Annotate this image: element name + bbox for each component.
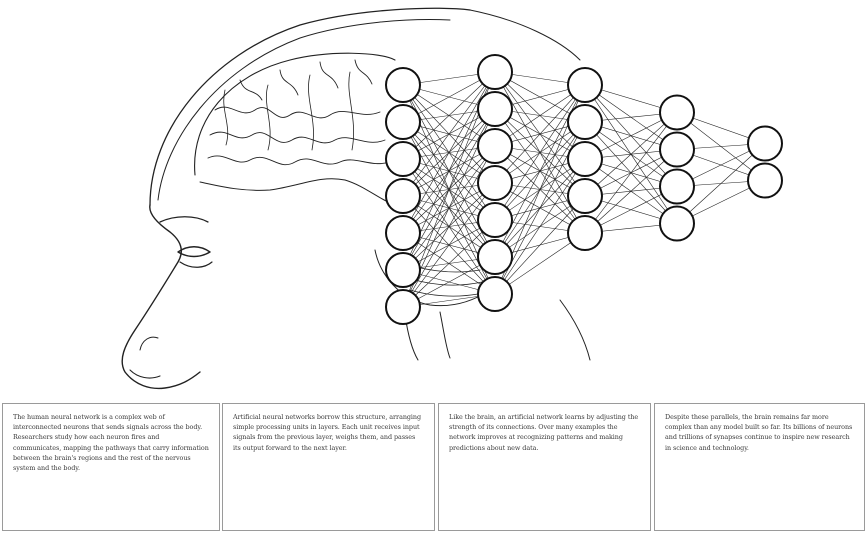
- neuron-layer5-1: [748, 127, 782, 161]
- caption-box-3: Like the brain, an artificial network le…: [438, 403, 651, 531]
- neuron-layer4-3: [660, 170, 694, 204]
- neuron-layer2-2: [478, 92, 512, 126]
- neuron-layer4-4: [660, 207, 694, 241]
- caption-box-1: The human neural network is a complex we…: [2, 403, 220, 531]
- neuron-layer3-5: [568, 216, 602, 250]
- neuron-layer3-2: [568, 105, 602, 139]
- brain-network-illustration: [0, 0, 867, 400]
- neuron-layer2-6: [478, 240, 512, 274]
- neuron-layer2-5: [478, 203, 512, 237]
- caption-text-3: Like the brain, an artificial network le…: [449, 412, 640, 453]
- head-sketch: [122, 8, 590, 388]
- neuron-layer1-3: [386, 142, 420, 176]
- neuron-layer4-1: [660, 96, 694, 130]
- neuron-layer2-4: [478, 166, 512, 200]
- neuron-layer5-2: [748, 164, 782, 198]
- neuron-layer1-2: [386, 105, 420, 139]
- neuron-layer3-1: [568, 68, 602, 102]
- caption-box-2: Artificial neural networks borrow this s…: [222, 403, 435, 531]
- neuron-layer2-7: [478, 277, 512, 311]
- caption-text-1: The human neural network is a complex we…: [13, 412, 209, 473]
- caption-text-4: Despite these parallels, the brain remai…: [665, 412, 854, 453]
- neuron-layer2-1: [478, 55, 512, 89]
- neuron-layer3-4: [568, 179, 602, 213]
- neuron-layer1-4: [386, 179, 420, 213]
- caption-box-4: Despite these parallels, the brain remai…: [654, 403, 865, 531]
- caption-text-2: Artificial neural networks borrow this s…: [233, 412, 424, 453]
- neuron-layer1-7: [386, 290, 420, 324]
- neuron-layer1-1: [386, 68, 420, 102]
- neuron-layer1-5: [386, 216, 420, 250]
- neuron-layer3-3: [568, 142, 602, 176]
- neuron-layer1-6: [386, 253, 420, 287]
- neuron-layer2-3: [478, 129, 512, 163]
- neuron-layer4-2: [660, 133, 694, 167]
